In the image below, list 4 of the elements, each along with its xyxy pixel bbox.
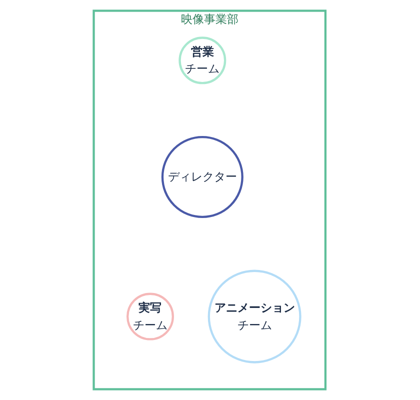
node-circle: 実写 チーム (126, 292, 174, 340)
node-circle: ディレクター (162, 136, 244, 218)
node-circle: 営業 チーム (179, 36, 227, 84)
node-circle: アニメーション チーム (208, 270, 302, 364)
